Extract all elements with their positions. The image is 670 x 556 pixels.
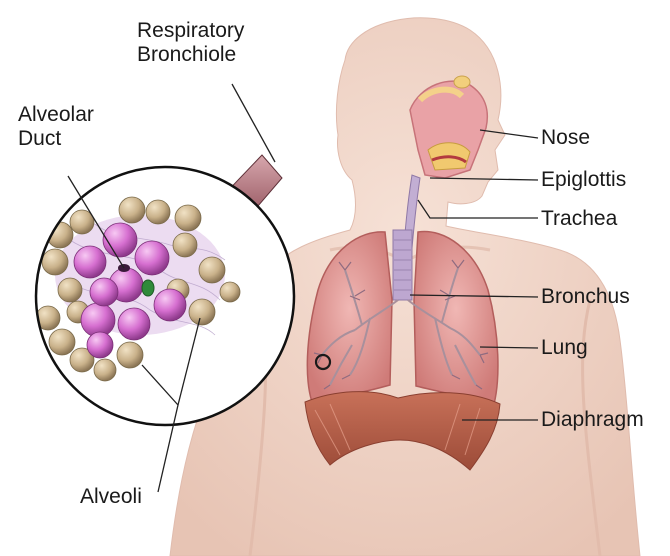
label-respiratory-bronchiole-line1: Respiratory <box>137 19 244 43</box>
label-lung: Lung <box>541 336 588 360</box>
label-alveolar-duct: Alveolar Duct <box>18 103 94 151</box>
magnified-alveoli-view <box>36 167 294 425</box>
label-epiglottis: Epiglottis <box>541 168 626 192</box>
label-diaphragm: Diaphragm <box>541 408 644 432</box>
label-alveolar-duct-line2: Duct <box>18 127 94 151</box>
label-bronchus: Bronchus <box>541 285 630 309</box>
label-nose: Nose <box>541 126 590 150</box>
label-respiratory-bronchiole: Respiratory Bronchiole <box>137 19 244 67</box>
label-alveolar-duct-line1: Alveolar <box>18 103 94 127</box>
label-trachea: Trachea <box>541 207 617 231</box>
label-respiratory-bronchiole-line2: Bronchiole <box>137 43 244 67</box>
label-alveoli: Alveoli <box>80 485 142 509</box>
